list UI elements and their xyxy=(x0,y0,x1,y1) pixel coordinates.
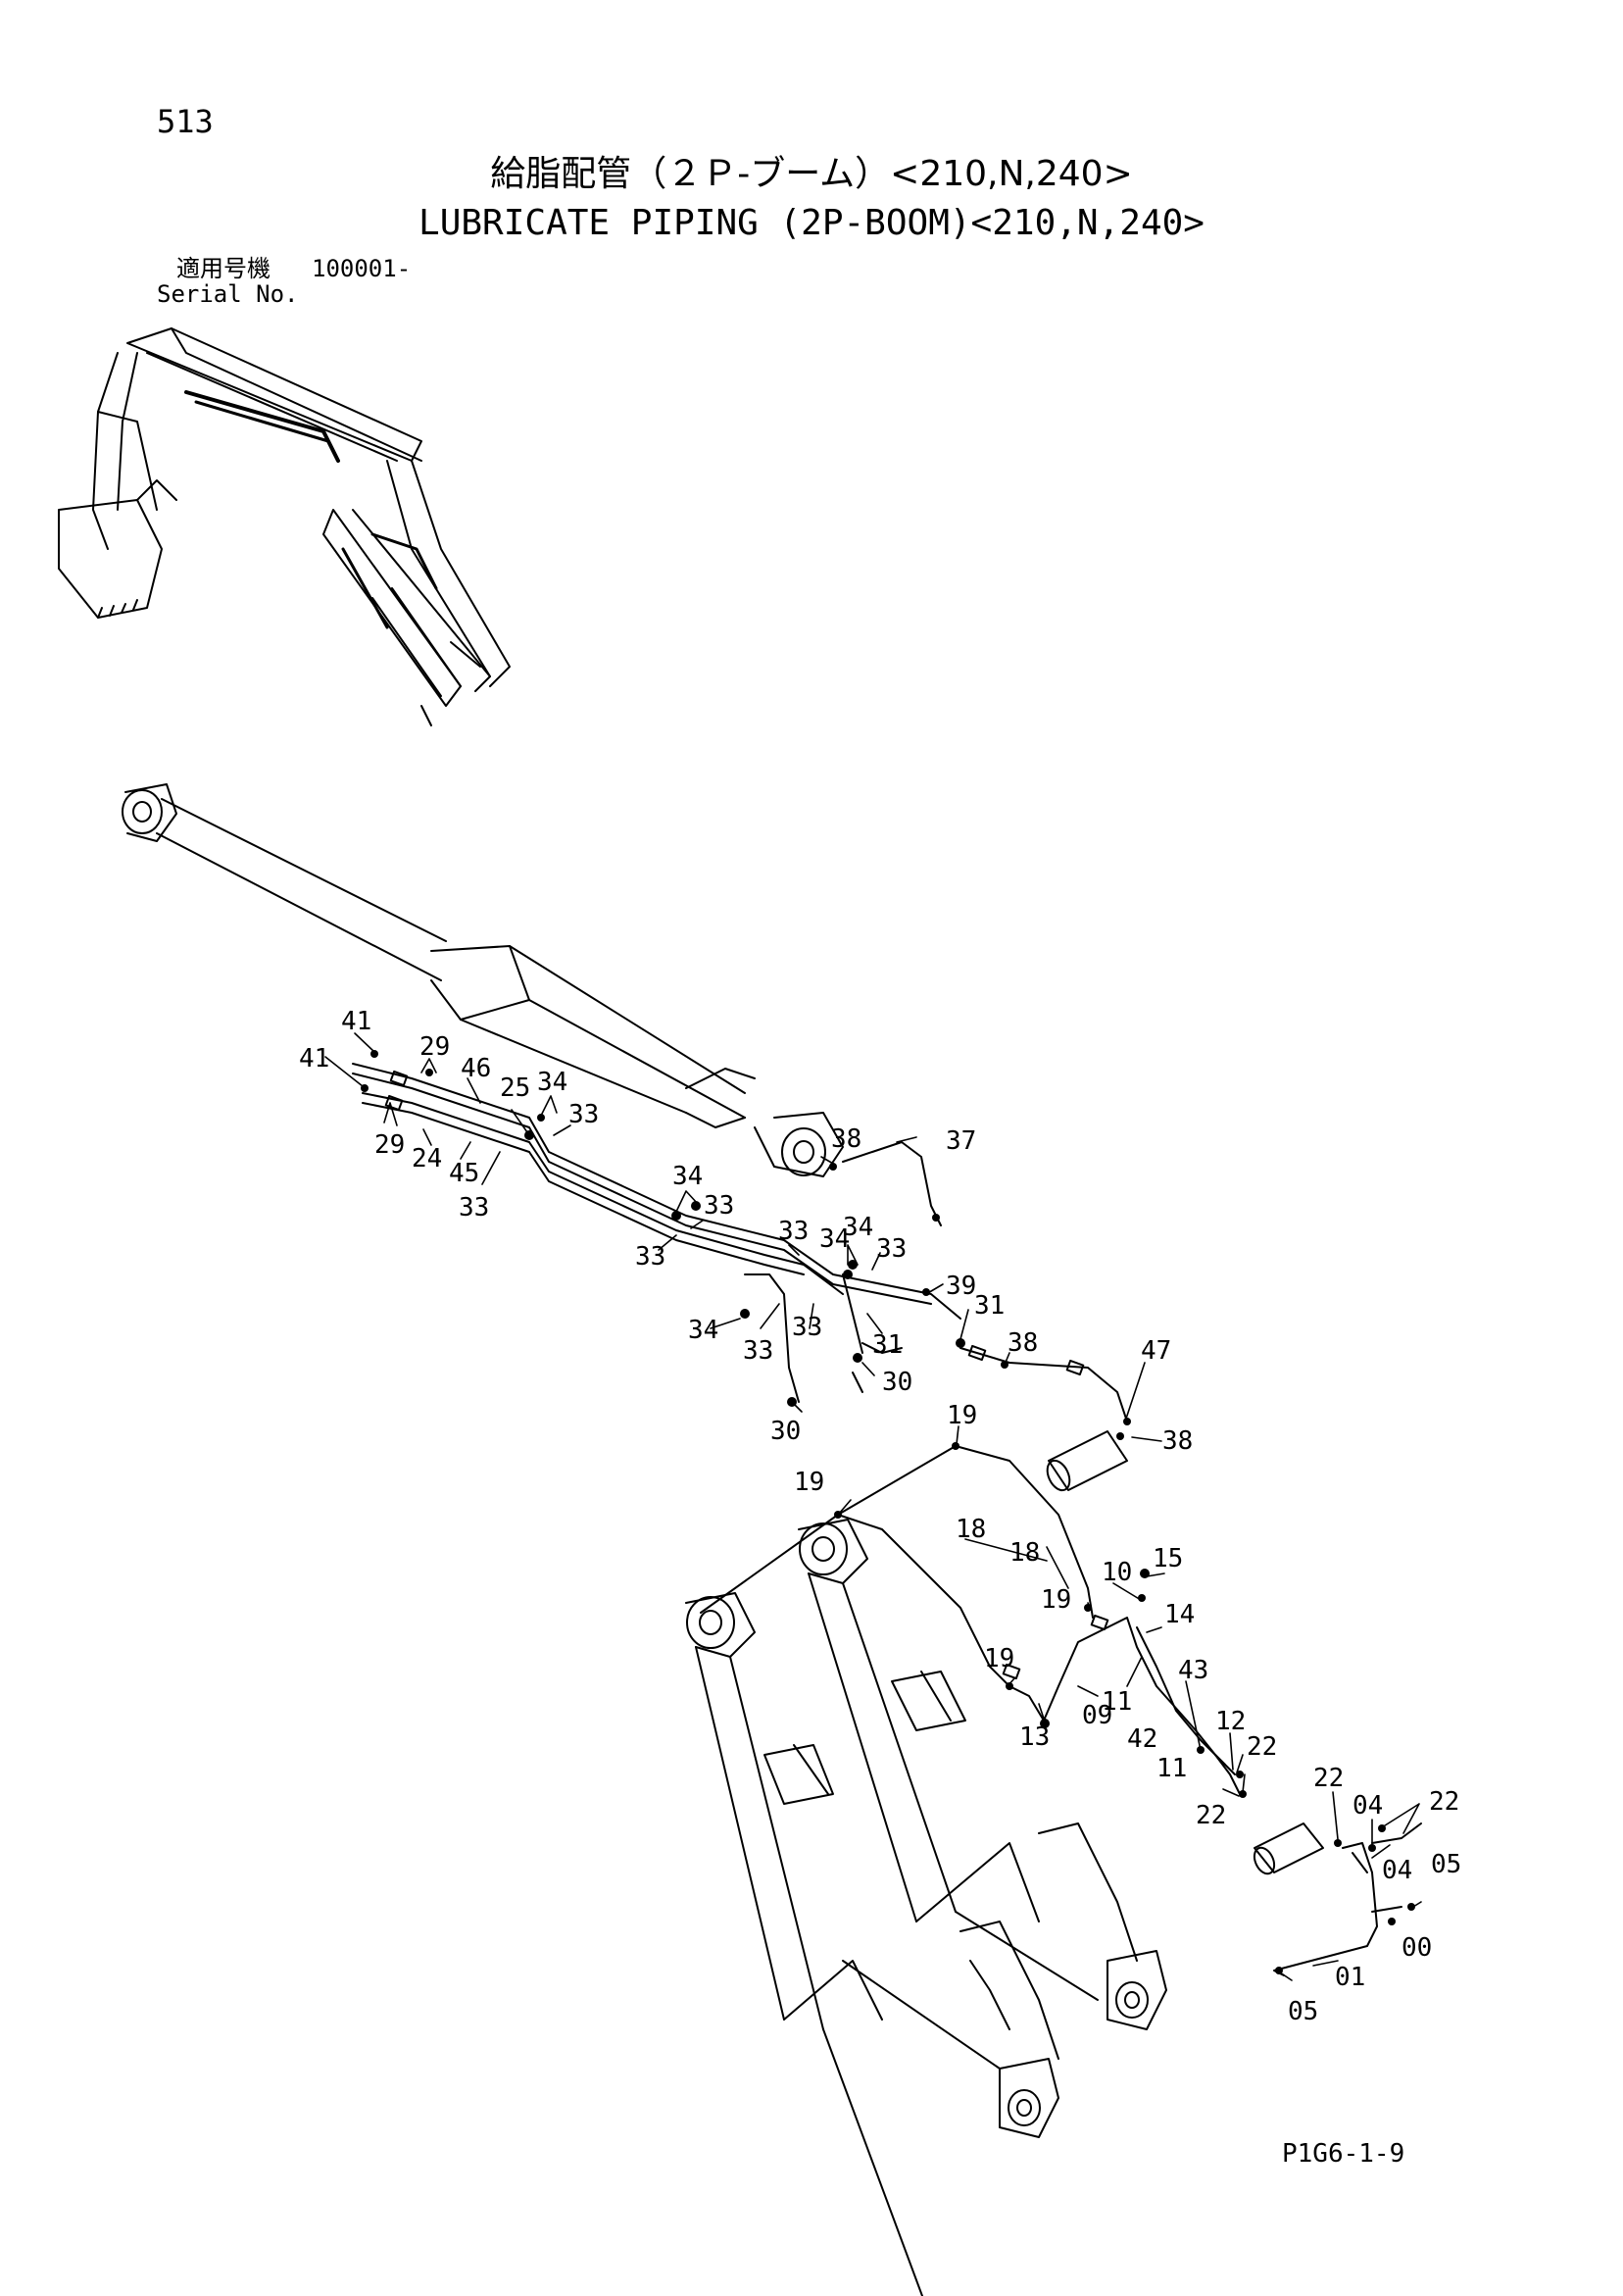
fitting-dots xyxy=(361,1050,1415,1974)
callout-30a: 30 xyxy=(882,1368,912,1397)
callout-05b: 05 xyxy=(1288,1997,1318,2026)
callout-38c: 38 xyxy=(1162,1426,1193,1456)
callout-34a: 34 xyxy=(537,1068,567,1097)
callout-41a: 41 xyxy=(341,1007,371,1036)
lubricate-piping-upper xyxy=(352,1063,1128,1492)
callout-05a: 05 xyxy=(1431,1850,1461,1879)
callout-43: 43 xyxy=(1178,1656,1208,1685)
footer-code: P1G6-1-9 xyxy=(1282,2139,1405,2169)
callout-41b: 41 xyxy=(299,1044,329,1073)
callout-29b: 29 xyxy=(374,1130,405,1160)
callout-22d: 22 xyxy=(1429,1787,1459,1817)
callout-29a: 29 xyxy=(419,1032,450,1062)
callout-19c: 19 xyxy=(1041,1585,1071,1615)
callout-14: 14 xyxy=(1164,1600,1195,1629)
excavator-overview-icon xyxy=(58,327,511,726)
callout-11a: 11 xyxy=(1102,1687,1132,1717)
callout-18b: 18 xyxy=(1009,1538,1040,1568)
callout-34b: 34 xyxy=(672,1162,703,1191)
callout-45: 45 xyxy=(449,1159,479,1188)
callout-24: 24 xyxy=(412,1144,442,1173)
callout-33b: 33 xyxy=(459,1193,489,1223)
callout-22c: 22 xyxy=(1313,1764,1344,1793)
serial-label-japanese: 適用号機 xyxy=(176,255,270,282)
title-english: LUBRICATE PIPING (2P-BOOM)<210,N,240> xyxy=(418,203,1205,243)
callout-19d: 19 xyxy=(984,1644,1014,1673)
callout-12: 12 xyxy=(1215,1707,1246,1736)
callout-25: 25 xyxy=(500,1073,530,1103)
callout-33a: 33 xyxy=(568,1100,599,1129)
callout-30b: 30 xyxy=(770,1417,801,1446)
callout-33f: 33 xyxy=(876,1234,907,1264)
callout-04b: 04 xyxy=(1382,1856,1412,1885)
title-japanese: 給脂配管（２Ｐ-ブーム）<210,N,240> xyxy=(490,154,1133,194)
callout-00: 00 xyxy=(1402,1933,1432,1963)
callout-42: 42 xyxy=(1127,1724,1157,1754)
callout-33d: 33 xyxy=(635,1242,665,1272)
callout-18a: 18 xyxy=(956,1515,986,1544)
callout-38a: 38 xyxy=(831,1124,861,1154)
callout-22a: 22 xyxy=(1247,1732,1277,1762)
callout-33h: 33 xyxy=(792,1313,822,1342)
callout-19a: 19 xyxy=(947,1401,977,1430)
lubricate-piping-lower xyxy=(700,1445,1422,1976)
callout-15: 15 xyxy=(1153,1544,1183,1573)
boom-cylinder-upper xyxy=(122,783,844,1177)
callout-13: 13 xyxy=(1019,1722,1050,1752)
callout-19b: 19 xyxy=(794,1468,824,1497)
callout-31b: 31 xyxy=(872,1330,903,1360)
callout-10: 10 xyxy=(1102,1558,1132,1587)
callout-22b: 22 xyxy=(1196,1801,1226,1830)
callout-37: 37 xyxy=(946,1126,976,1156)
callout-31a: 31 xyxy=(974,1291,1005,1321)
page-number: 513 xyxy=(157,103,214,140)
boom-cylinder-lower-left xyxy=(685,1592,1059,2296)
leader-lines xyxy=(324,1032,1422,1981)
callout-33g: 33 xyxy=(743,1336,773,1366)
callout-47: 47 xyxy=(1141,1336,1171,1366)
callout-04a: 04 xyxy=(1352,1791,1383,1821)
callout-09: 09 xyxy=(1082,1701,1112,1730)
callout-11b: 11 xyxy=(1156,1754,1187,1783)
callout-01: 01 xyxy=(1335,1963,1365,1992)
callout-38b: 38 xyxy=(1008,1328,1038,1358)
serial-label-english: Serial No. xyxy=(157,280,299,308)
callout-34c: 34 xyxy=(819,1224,850,1254)
callout-46: 46 xyxy=(461,1054,491,1083)
callout-labels: 41 29 46 25 34 33 41 29 24 45 33 38 37 3… xyxy=(299,1007,1461,2026)
callout-33c: 33 xyxy=(704,1191,734,1221)
callout-34e: 34 xyxy=(688,1316,718,1345)
callout-34d: 34 xyxy=(843,1213,873,1242)
serial-number-value: 100001- xyxy=(312,255,412,282)
boom-cylinder-lower-right xyxy=(798,1519,1167,2030)
callout-33e: 33 xyxy=(778,1217,809,1246)
callout-39: 39 xyxy=(946,1272,976,1301)
